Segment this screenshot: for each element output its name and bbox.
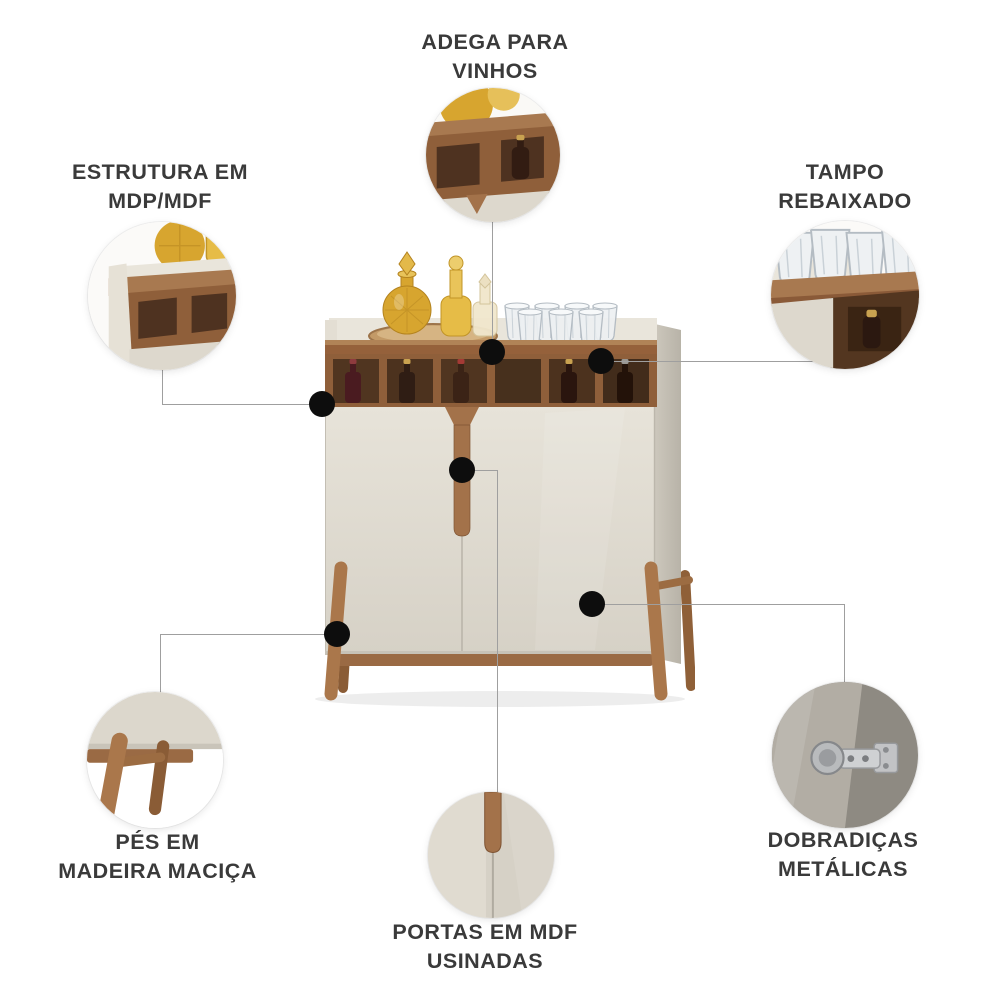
- product-photo-bar-cabinet: [295, 218, 695, 710]
- leg-side-rail: [653, 576, 693, 590]
- connector-tampo: [601, 361, 844, 362]
- connector-portas-v: [497, 470, 498, 798]
- wine-rack: [325, 354, 657, 407]
- glassware: [368, 251, 618, 349]
- portas-detail-image: [428, 792, 554, 918]
- callout-circle-tampo: [771, 221, 919, 369]
- adega-detail-image: [426, 88, 560, 222]
- bar-cabinet-image: [315, 251, 695, 707]
- wine-bottles: [345, 359, 633, 403]
- label-dobradicas: DOBRADIÇAS METÁLICAS: [767, 828, 919, 881]
- callout-circle-dobradicas: [772, 682, 918, 828]
- connector-estrutura-h: [162, 404, 323, 405]
- tampo-detail-image: [771, 221, 919, 369]
- connector-dobradicas-v: [844, 604, 845, 692]
- dobradicas-detail-image: [772, 682, 918, 828]
- feature-dot-estrutura: [309, 391, 335, 417]
- estrutura-detail-image: [88, 222, 236, 370]
- pes-detail-image: [87, 692, 223, 828]
- callout-circle-estrutura: [88, 222, 236, 370]
- feature-dot-tampo: [588, 348, 614, 374]
- hinge-icon: [810, 740, 899, 776]
- label-portas-mdf: PORTAS EM MDF USINADAS: [392, 920, 578, 973]
- label-estrutura-mdp-mdf: ESTRUTURA EM MDP/MDF: [71, 160, 248, 213]
- connector-pes-h: [160, 634, 338, 635]
- callout-circle-adega: [426, 88, 560, 222]
- connector-portas-h: [462, 470, 498, 471]
- connector-dobradicas-h: [592, 604, 844, 605]
- cabinet-doors: [325, 407, 656, 655]
- feature-dot-portas: [449, 457, 475, 483]
- connector-estrutura-v: [162, 368, 163, 405]
- label-pes-madeira: PÉS EM MADEIRA MACIÇA: [58, 830, 257, 883]
- feature-dot-pes: [324, 621, 350, 647]
- connector-adega: [492, 222, 493, 352]
- leg-front-rail: [329, 654, 653, 666]
- feature-dot-dobradicas: [579, 591, 605, 617]
- floor-shadow: [315, 691, 685, 707]
- label-tampo-rebaixado: TAMPO REBAIXADO: [778, 160, 912, 213]
- label-adega-para-vinhos: ADEGA PARA VINHOS: [421, 30, 569, 83]
- connector-pes-v: [160, 634, 161, 698]
- callout-circle-portas: [428, 792, 554, 918]
- feature-dot-adega: [479, 339, 505, 365]
- callout-circle-pes: [87, 692, 223, 828]
